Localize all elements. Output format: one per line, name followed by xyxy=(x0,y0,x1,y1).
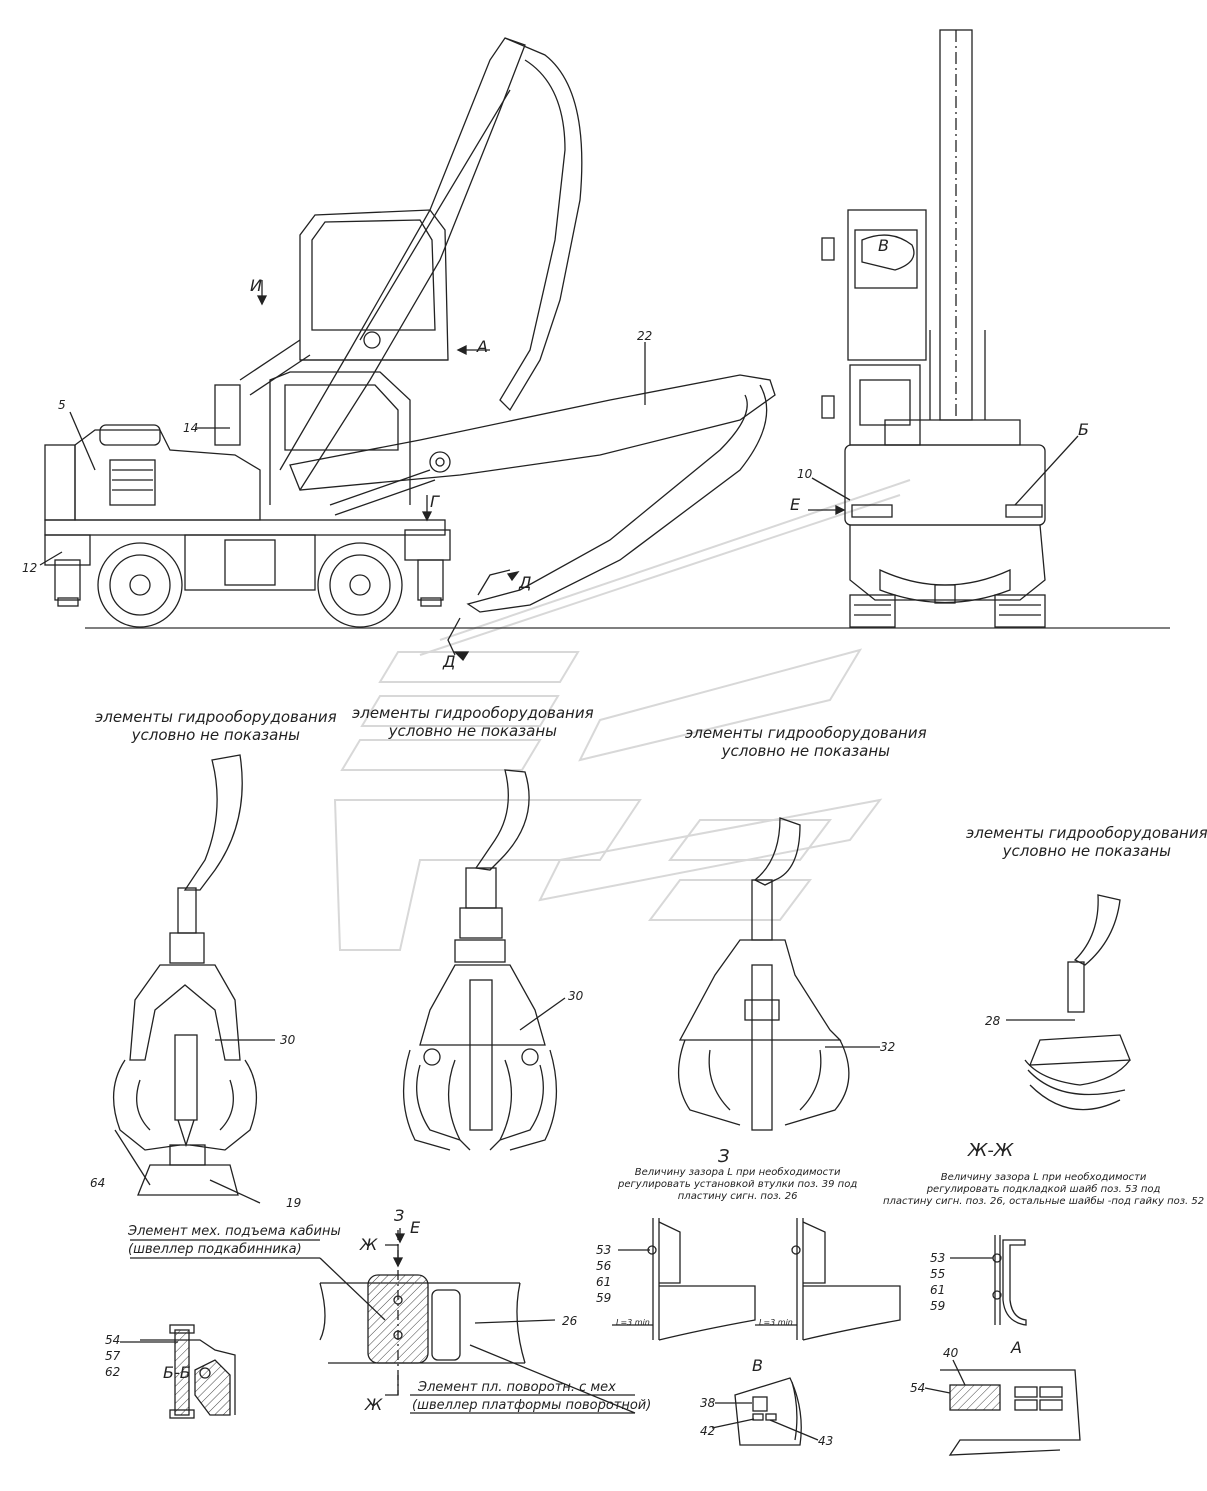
position-54-a: 54 xyxy=(910,1381,926,1395)
grapple-left-view xyxy=(112,754,275,1204)
hidden-hydraulics-note-3: элементы гидрооборудования условно не по… xyxy=(685,724,927,760)
section-bb-title: Б-Б xyxy=(163,1363,191,1382)
position-19: 19 xyxy=(286,1196,302,1210)
section-zhzh-note: Величину зазора L при необходимости регу… xyxy=(883,1172,1205,1207)
hidden-hydraulics-note-4: элементы гидрооборудования условно не по… xyxy=(966,824,1207,860)
platform-sublabel: (швеллер платформы поворотной) xyxy=(412,1398,652,1413)
position-28: 28 xyxy=(985,1014,1001,1028)
grapple-middle-view xyxy=(402,769,566,1151)
hidden-hydraulics-note-2: элементы гидрооборудования условно не по… xyxy=(352,704,594,740)
platform-label: Элемент пл. поворотн. с мех xyxy=(418,1380,616,1395)
view-letter-v-front: В xyxy=(878,236,889,255)
position-22: 22 xyxy=(637,329,653,343)
machine-side-view xyxy=(39,37,776,662)
watermark-logo xyxy=(333,479,911,951)
view-letter-a-arrow: А xyxy=(477,337,488,356)
gap-dim-right: L=3 min xyxy=(759,1318,793,1327)
section-z-note: Величину зазора L при необходимости регу… xyxy=(618,1167,858,1202)
detail-e-view xyxy=(130,1228,636,1414)
position-43: 43 xyxy=(818,1434,834,1448)
section-zhzh-view xyxy=(950,1235,1027,1326)
cab-lift-label: Элемент мех. подъема кабины xyxy=(128,1224,341,1239)
view-letter-d-1: Д xyxy=(519,573,532,592)
view-letter-e-front: Е xyxy=(790,495,801,514)
view-v-view xyxy=(711,1377,819,1446)
position-26: 26 xyxy=(562,1314,578,1328)
detail-z-mark: З xyxy=(394,1206,405,1225)
position-42: 42 xyxy=(700,1424,716,1438)
position-12: 12 xyxy=(22,561,38,575)
position-32: 32 xyxy=(880,1040,896,1054)
machine-front-view xyxy=(808,29,1079,628)
detail-zh-mark-top: Ж xyxy=(360,1235,378,1254)
detail-e-title: Е xyxy=(410,1218,421,1237)
view-a-title: А xyxy=(1011,1338,1022,1357)
view-letter-b: Б xyxy=(1078,420,1089,439)
section-z-view xyxy=(612,1218,901,1341)
view-letter-g: Г xyxy=(430,492,439,511)
view-v-title: В xyxy=(752,1356,763,1375)
section-zhzh-title: Ж-Ж xyxy=(968,1140,1014,1161)
view-letter-d-2: Д xyxy=(443,652,456,671)
position-40: 40 xyxy=(943,1346,959,1360)
grapple-small-view xyxy=(1006,894,1131,1111)
section-bb-view xyxy=(120,1324,236,1419)
position-10: 10 xyxy=(797,467,813,481)
hidden-hydraulics-note-1: элементы гидрооборудования условно не по… xyxy=(95,708,337,744)
position-38: 38 xyxy=(700,1396,716,1410)
detail-zh-mark-bottom: Ж xyxy=(365,1395,383,1414)
position-5: 5 xyxy=(58,398,66,412)
view-letter-i: И xyxy=(250,276,262,295)
cab-lift-sublabel: (швеллер подкабинника) xyxy=(128,1242,302,1257)
section-z-title: З xyxy=(718,1146,730,1167)
position-30-middle: 30 xyxy=(568,989,584,1003)
gap-dim-left: L=3 min xyxy=(616,1318,650,1327)
position-64: 64 xyxy=(90,1176,106,1190)
grapple-right-view xyxy=(677,817,880,1131)
position-14: 14 xyxy=(183,421,199,435)
view-a-view xyxy=(924,1359,1081,1456)
position-30-left: 30 xyxy=(280,1033,296,1047)
